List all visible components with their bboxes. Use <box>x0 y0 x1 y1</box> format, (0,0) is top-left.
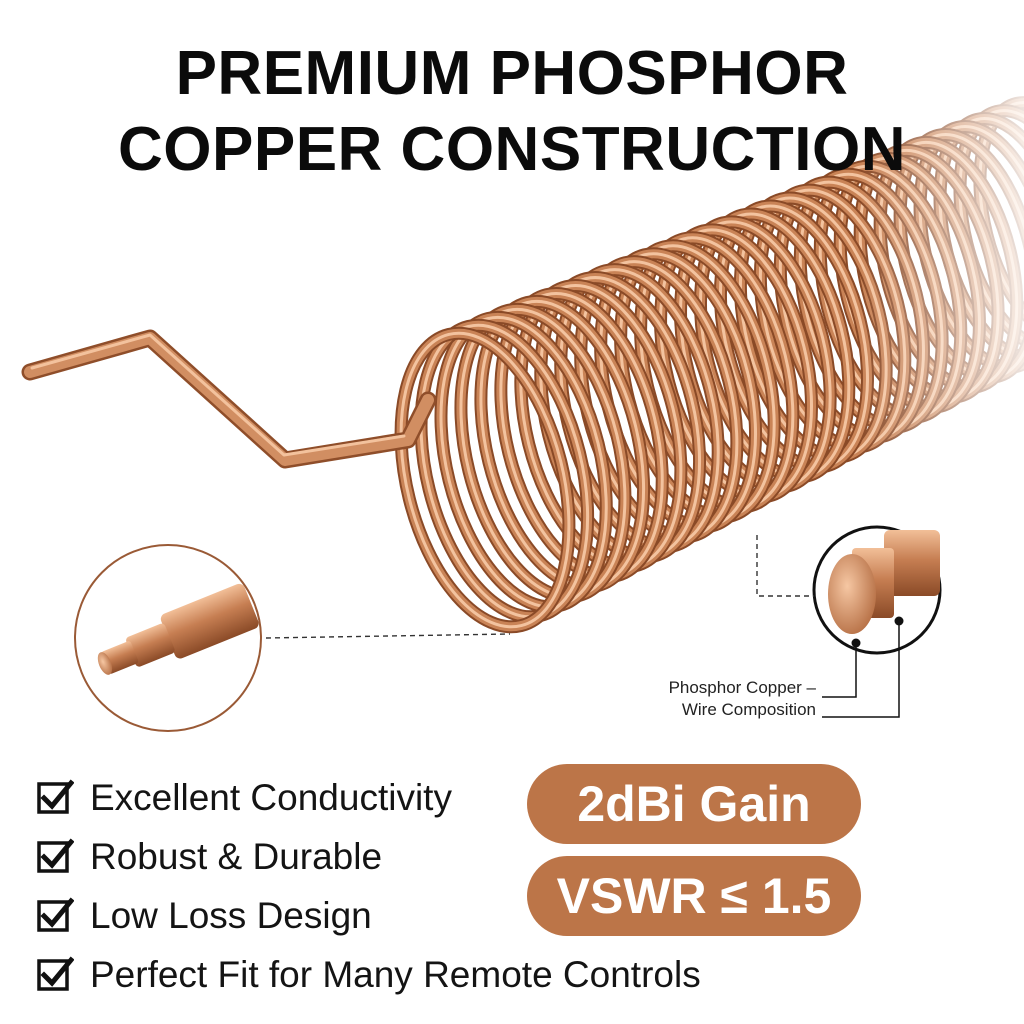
pointer-line-2 <box>822 625 900 718</box>
feature-item: Robust & Durable <box>36 827 701 886</box>
page-title: PREMIUM PHOSPHOR COPPER CONSTRUCTION <box>0 36 1024 188</box>
title-line-2: COPPER CONSTRUCTION <box>118 115 906 184</box>
feature-text: Robust & Durable <box>90 835 383 877</box>
feature-text: Low Loss Design <box>90 894 372 936</box>
composition-label-line-2: Wire Composition <box>681 700 816 719</box>
coil-ring <box>394 326 576 634</box>
feature-item: Perfect Fit for Many Remote Controls <box>36 945 701 1004</box>
feature-list: Excellent Conductivity Robust & Durable … <box>36 768 701 1004</box>
feature-item: Excellent Conductivity <box>36 768 701 827</box>
gain-badge: 2dBi Gain <box>527 764 861 844</box>
feature-text: Excellent Conductivity <box>90 776 452 818</box>
pointer-line-1 <box>822 647 857 698</box>
wire-tip-zoom-left <box>74 544 262 732</box>
checkbox-checked-icon <box>37 837 74 873</box>
vswr-badge: VSWR ≤ 1.5 <box>527 856 861 936</box>
wire-tip-zoom-right <box>812 525 942 655</box>
title-line-1: PREMIUM PHOSPHOR <box>175 39 849 108</box>
wire-lead <box>21 329 437 469</box>
composition-label-line-1: Phosphor Copper – <box>668 678 816 697</box>
feature-item: Low Loss Design <box>36 886 701 945</box>
checkbox-checked-icon <box>37 896 74 932</box>
composition-label: Phosphor Copper – Wire Composition <box>669 677 816 721</box>
checkbox-checked-icon <box>37 955 74 991</box>
checkbox-checked-icon <box>37 778 74 814</box>
right-callout-leader <box>756 535 814 597</box>
feature-text: Perfect Fit for Many Remote Controls <box>90 953 701 995</box>
left-callout-leader <box>265 633 511 639</box>
coil-fade <box>860 80 1024 540</box>
